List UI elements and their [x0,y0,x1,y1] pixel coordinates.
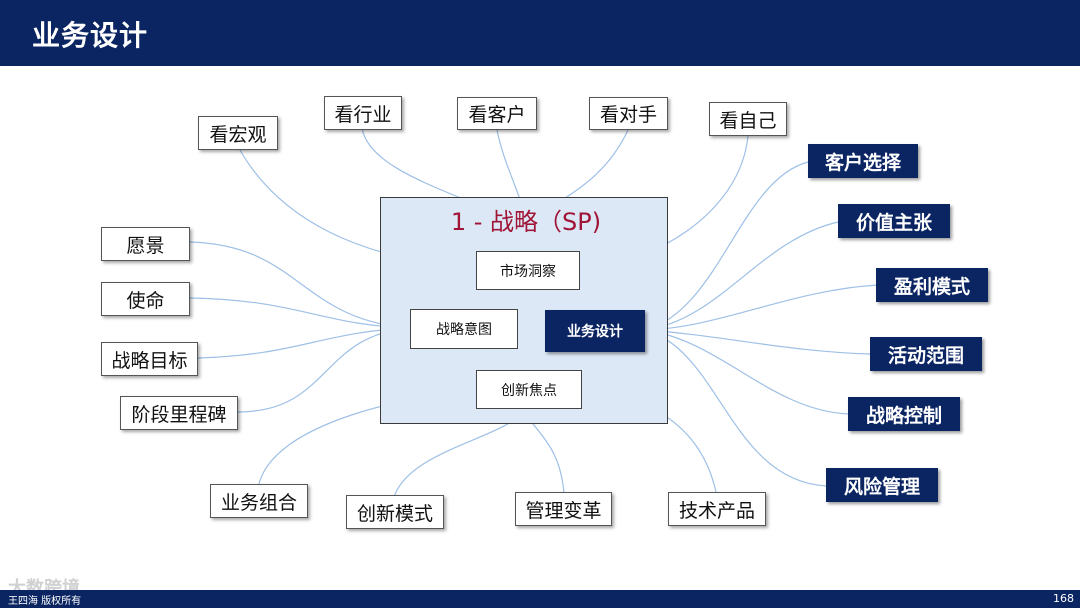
footer-copyright: 王四海 版权所有 [8,596,82,607]
line-yingli-moshi [644,284,879,331]
node-kehu-xuanze: 客户选择 [808,144,918,178]
node-zhanlve-kongzhi: 战略控制 [848,397,960,431]
node-innovation-focus: 创新焦点 [476,370,582,409]
line-kehu-xuanze [644,161,809,331]
line-fengxian-guanli [644,329,827,487]
node-kanhongguan: 看宏观 [198,116,278,150]
node-huodong-fanwei: 活动范围 [870,337,982,371]
node-strategic-intent: 战略意图 [410,309,518,349]
node-chuangxin-moshi: 创新模式 [346,495,444,529]
line-shiming [189,297,411,329]
node-jiazhi-zhuzhang: 价值主张 [838,204,950,238]
node-yingli-moshi: 盈利模式 [876,268,988,302]
node-yewu-zuhe: 业务组合 [210,484,308,518]
node-business-design: 业务设计 [545,310,645,352]
node-market-insight: 市场洞察 [476,251,580,290]
page-title: 业务设计 [32,19,149,52]
line-jiazhi-zhuzhang [644,221,839,331]
node-jieduan-lichengbei: 阶段里程碑 [120,396,238,430]
node-kanziji: 看自己 [709,102,787,136]
line-zhanlve-mubiao [197,327,411,359]
line-yuanjing [189,241,411,329]
node-yuanjing: 愿景 [101,227,190,261]
line-zhanlve-kongzhi [644,329,849,415]
node-kanhangye: 看行业 [324,96,402,130]
node-jishu-chanpin: 技术产品 [668,492,766,526]
node-kanduishou: 看对手 [589,97,668,130]
page-number: 168 [1053,592,1074,605]
footer-bar: 王四海 版权所有 168 [0,590,1080,608]
header-bar: 业务设计 [0,0,1080,66]
line-huodong-fanwei [644,329,871,355]
node-kankehu: 看客户 [457,97,537,130]
node-fengxian-guanli: 风险管理 [826,468,938,502]
center-title: 1 - 战略（SP) [450,208,602,236]
node-guanli-biange: 管理变革 [515,492,612,526]
node-zhanlve-mubiao: 战略目标 [101,342,198,376]
node-shiming: 使命 [101,282,190,316]
